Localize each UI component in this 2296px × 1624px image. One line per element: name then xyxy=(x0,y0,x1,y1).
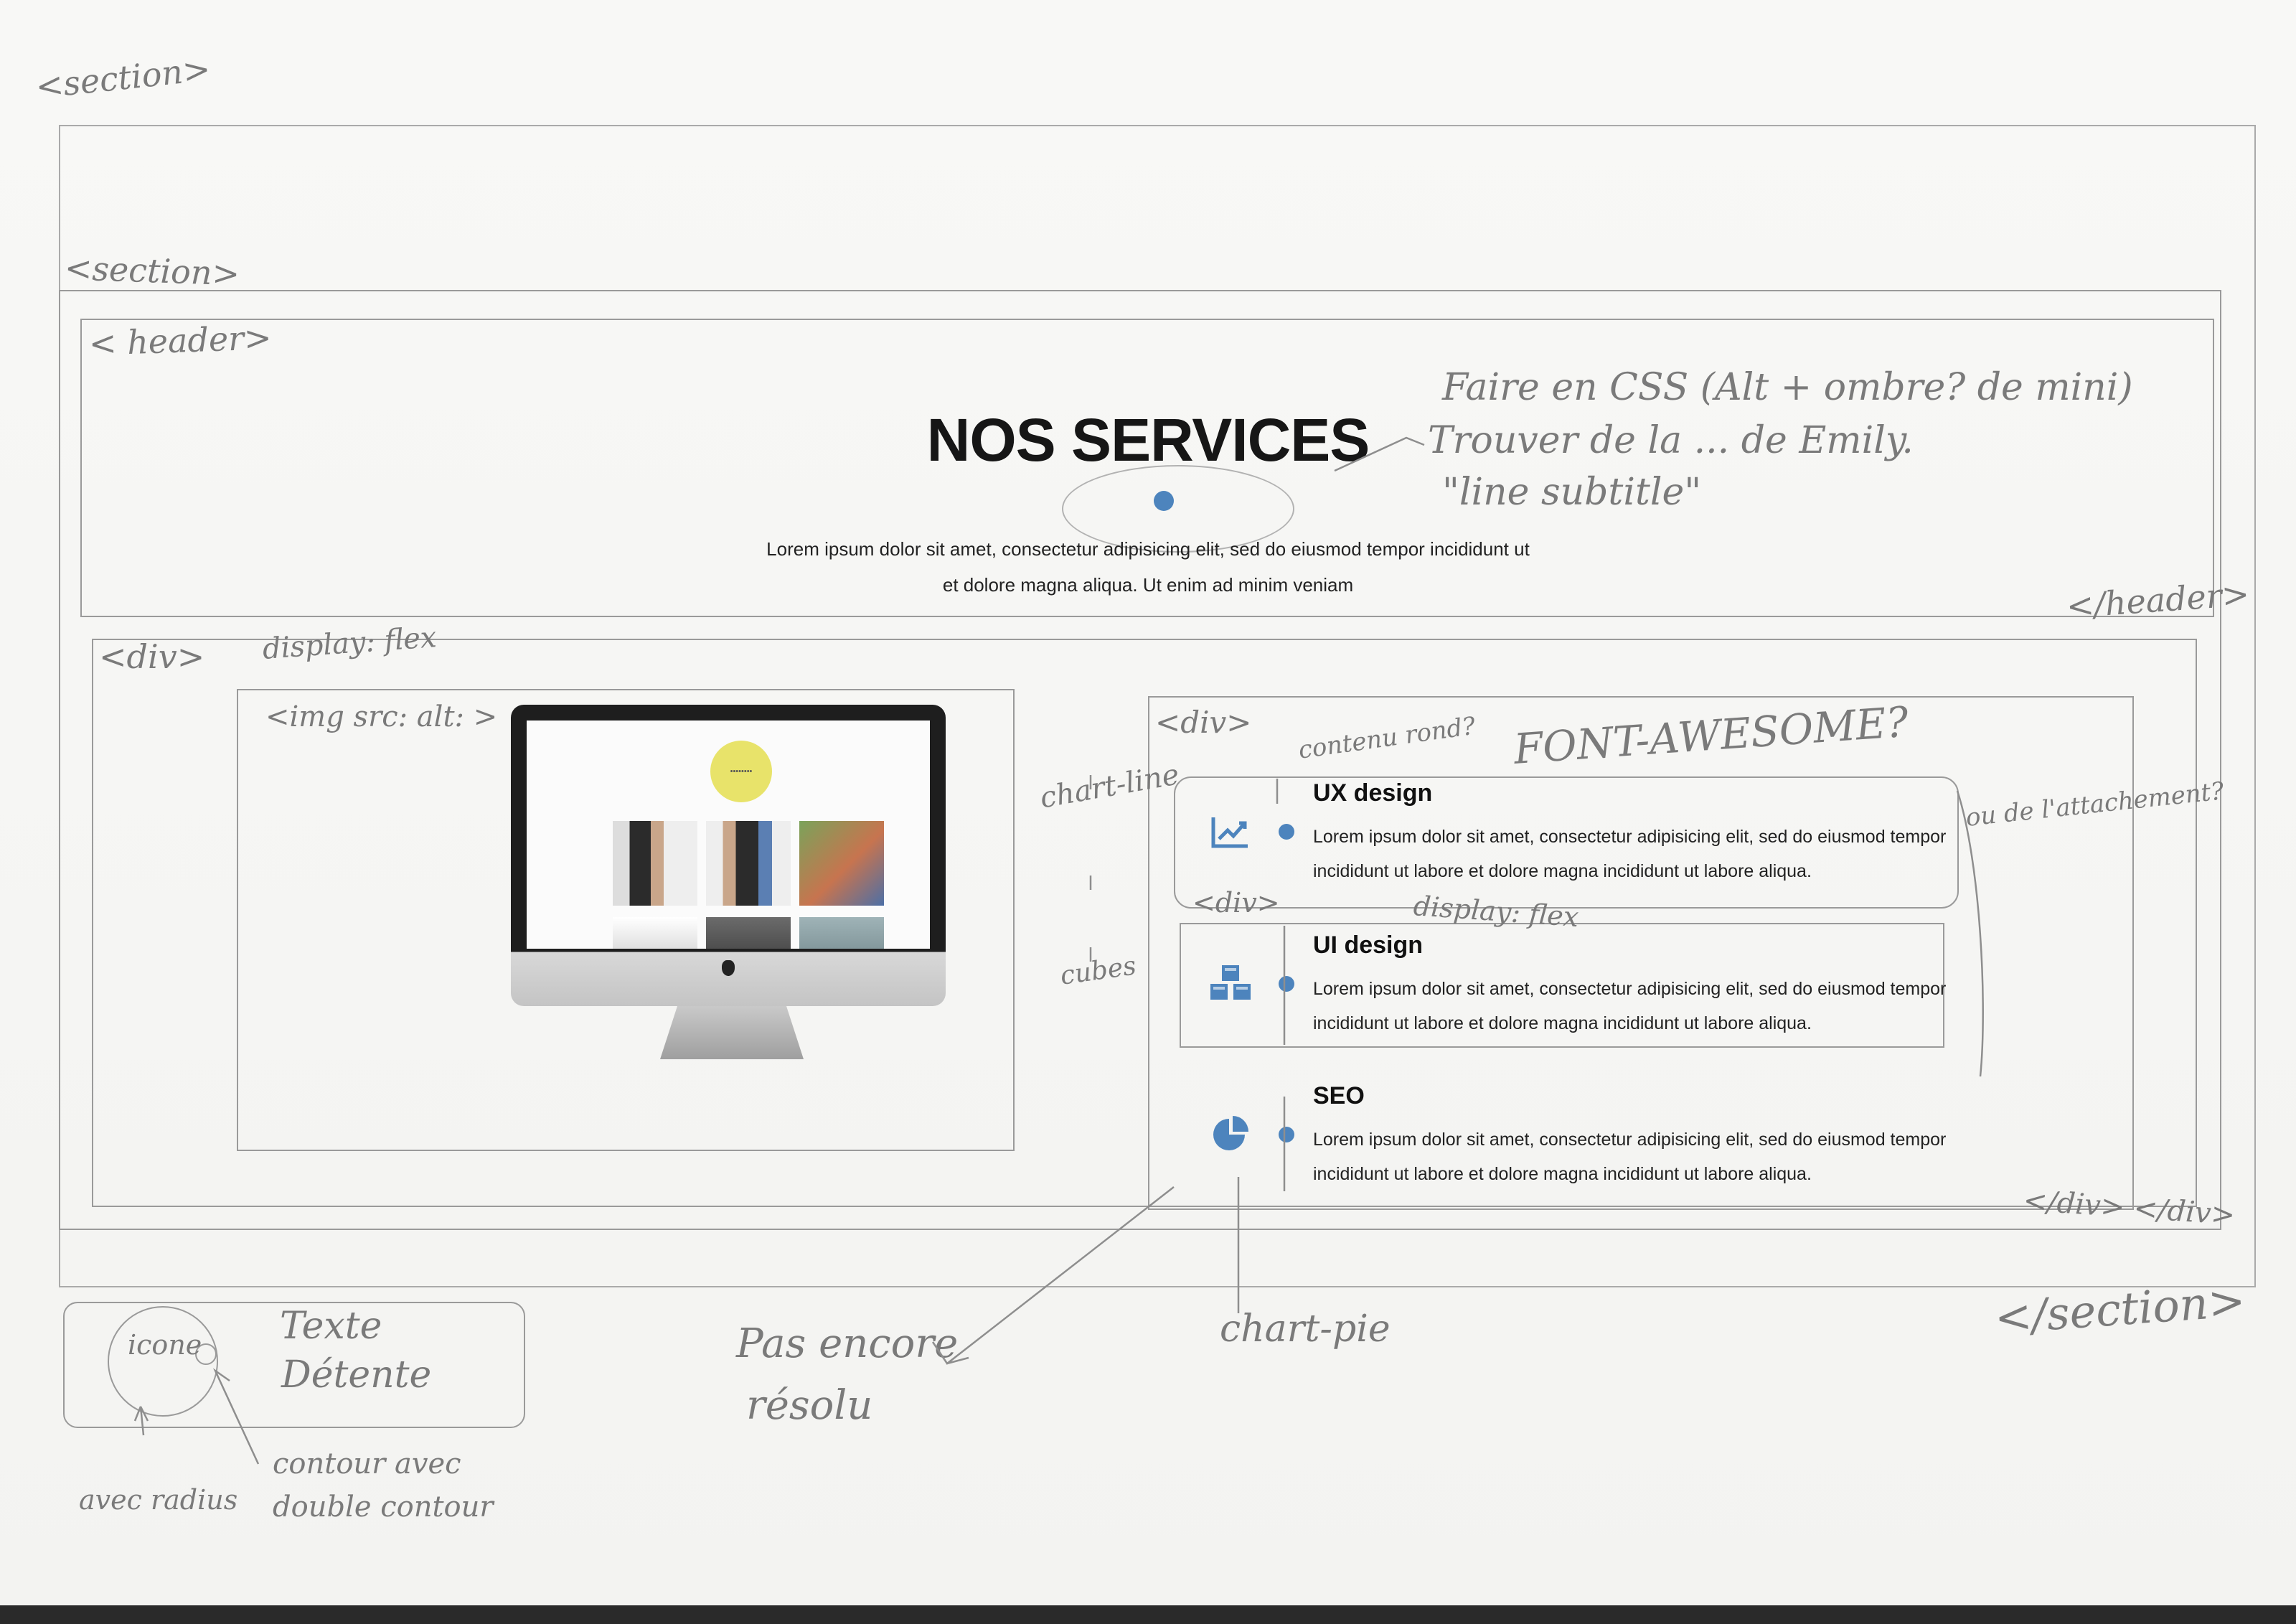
service-title: UI design xyxy=(1313,931,1424,959)
title-decoration-dot xyxy=(1154,491,1174,511)
screen-thumb-2 xyxy=(706,821,791,906)
service-seo: SEO Lorem ipsum dolor sit amet, consecte… xyxy=(1205,1082,1959,1197)
monitor-image: •••••••• xyxy=(511,705,946,1006)
service-dot xyxy=(1279,976,1294,992)
service-text: Lorem ipsum dolor sit amet, consectetur … xyxy=(1313,979,1947,1033)
ux-item-box xyxy=(1174,776,1959,909)
img-box xyxy=(237,689,1015,1151)
icone-small-circle xyxy=(195,1343,217,1365)
intro-text: Lorem ipsum dolor sit amet, consectetur … xyxy=(0,531,2296,603)
service-dot xyxy=(1279,824,1294,840)
annotation-trouver: Trouver de la ... de Emily. xyxy=(1428,419,1914,462)
screen-thumb-6 xyxy=(799,917,884,949)
annotation-div-services: <div> xyxy=(1155,705,1252,740)
monitor-stand xyxy=(660,1006,804,1059)
service-dot xyxy=(1279,1127,1294,1142)
annotation-faire-css: Faire en CSS (Alt + ombre? de mini) xyxy=(1442,366,2133,409)
annotation-detente: Détente xyxy=(281,1353,432,1397)
annotation-texte: Texte xyxy=(280,1305,382,1348)
annotation-div-item: <div> xyxy=(1192,887,1280,919)
page-title: NOS SERVICES xyxy=(926,406,1370,474)
intro-line-1: Lorem ipsum dolor sit amet, consectetur … xyxy=(766,538,1530,560)
chart-line-icon xyxy=(1205,807,1256,857)
icone-circle xyxy=(108,1306,218,1417)
intro-line-2: et dolore magna aliqua. Ut enim ad minim… xyxy=(942,574,1354,596)
service-title: SEO xyxy=(1313,1082,1365,1109)
annotation-contour: contour avec double contour xyxy=(273,1447,494,1524)
annotation-resolu: résolu xyxy=(746,1382,873,1429)
cubes-icon xyxy=(1205,959,1256,1009)
monitor-screen: •••••••• xyxy=(527,721,930,949)
service-text: Lorem ipsum dolor sit amet, consectetur … xyxy=(1313,1130,1947,1184)
chart-pie-icon xyxy=(1205,1109,1256,1160)
screen-thumb-3 xyxy=(799,821,884,906)
service-title: UX design xyxy=(1313,779,1433,807)
inner-section-box xyxy=(59,290,2221,1230)
screen-thumb-4 xyxy=(613,917,697,949)
service-text: Lorem ipsum dolor sit amet, consectetur … xyxy=(1313,827,1947,881)
annotation-avec-radius: avec radius xyxy=(79,1484,238,1516)
services-div-box xyxy=(1148,696,2134,1210)
screen-thumb-1 xyxy=(613,821,697,906)
apple-logo-icon xyxy=(722,960,735,976)
service-ux: UX design Lorem ipsum dolor sit amet, co… xyxy=(1205,779,1959,894)
title-loop xyxy=(1062,465,1294,553)
annotation-icone: icone xyxy=(128,1329,202,1361)
header-box xyxy=(80,319,2214,617)
screen-logo: •••••••• xyxy=(710,741,772,802)
annotation-img: <img src: alt: > xyxy=(265,700,498,733)
content-div-box xyxy=(92,639,2197,1207)
annotation-line-subtitle: "line subtitle" xyxy=(1442,471,1702,514)
annotation-div-open: <div> xyxy=(99,637,205,676)
annotation-pas-encore: Pas encore xyxy=(736,1320,959,1367)
service-ui: UI design Lorem ipsum dolor sit amet, co… xyxy=(1205,931,1959,1046)
ui-item-box xyxy=(1180,923,1944,1048)
footer-box xyxy=(63,1302,525,1428)
annotation-chart-pie: chart-pie xyxy=(1220,1308,1391,1351)
screen-thumb-5 xyxy=(706,917,791,949)
photo-edge-band xyxy=(0,1605,2296,1624)
